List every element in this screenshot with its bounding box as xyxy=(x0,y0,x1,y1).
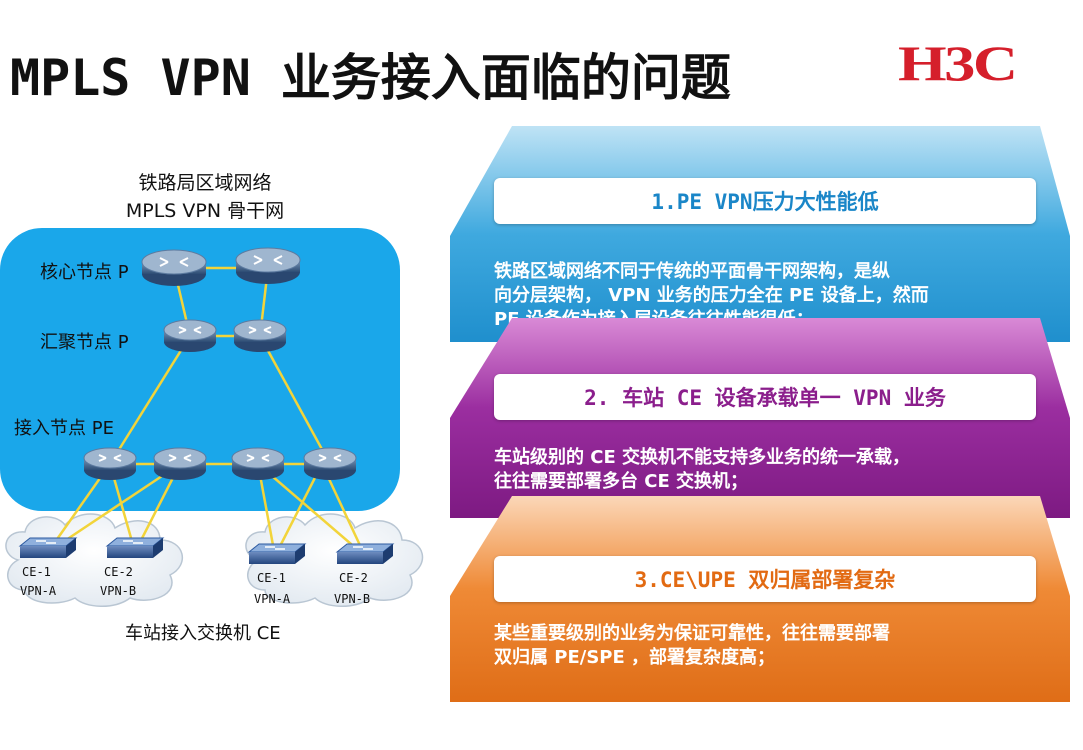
switch-ce-2-right xyxy=(335,543,395,564)
router-agg-1 xyxy=(163,319,217,352)
issue-heading-2: 2. 车站 CE 设备承载单一 VPN 业务 xyxy=(494,374,1036,420)
h3c-logo: H3C xyxy=(898,35,1018,91)
issue-heading-2-text: 2. 车站 CE 设备承载单一 VPN 业务 xyxy=(584,386,946,410)
issue-card-2: 2. 车站 CE 设备承载单一 VPN 业务 车站级别的 CE 交换机不能支持多… xyxy=(450,318,1070,518)
page-title: MPLS VPN 业务接入面临的问题 xyxy=(10,49,731,107)
issue-body-2: 车站级别的 CE 交换机不能支持多业务的统一承载， 往往需要部署多台 CE 交换… xyxy=(494,446,910,494)
core-node-label: 核心节点 P xyxy=(40,262,129,283)
ce-vpn-label: VPN-B xyxy=(334,592,370,606)
router-pe-2 xyxy=(153,447,207,480)
ce-label: CE-2 xyxy=(339,571,368,585)
access-node-label: 接入节点 PE xyxy=(14,418,114,439)
router-pe-4 xyxy=(303,447,357,480)
ce-vpn-label: VPN-B xyxy=(100,584,136,598)
issue-3-line: 双归属 PE/SPE ，部署复杂度高； xyxy=(494,647,776,668)
issue-heading-3: 3.CE\UPE 双归属部署复杂 xyxy=(494,556,1036,602)
router-core-1 xyxy=(141,249,207,286)
network-links xyxy=(46,266,367,557)
issue-card-3: 3.CE\UPE 双归属部署复杂 某些重要级别的业务为保证可靠性，往往需要部署 … xyxy=(450,496,1070,702)
switch-ce-1-left xyxy=(18,537,78,558)
issue-2-line: 往往需要部署多台 CE 交换机； xyxy=(494,471,749,492)
ce-vpn-label: VPN-A xyxy=(20,584,57,598)
station-cloud-left xyxy=(5,513,184,607)
ce-label: CE-1 xyxy=(257,571,286,585)
switch-ce-1-right xyxy=(247,543,307,564)
station-access-switch-label: 车站接入交换机 CE xyxy=(125,623,281,644)
network-title-line2: MPLS VPN 骨干网 xyxy=(125,200,285,222)
router-agg-2 xyxy=(233,319,287,352)
issue-body-3: 某些重要级别的业务为保证可靠性，往往需要部署 双归属 PE/SPE ，部署复杂度… xyxy=(494,622,890,670)
network-topology-diagram: CE-1 VPN-A CE-2 VPN-B CE-1 VPN-A CE-2 VP… xyxy=(5,247,424,607)
issue-heading-3-text: 3.CE\UPE 双归属部署复杂 xyxy=(634,568,896,592)
issue-heading-1-text: 1.PE VPN压力大性能低 xyxy=(651,190,879,214)
switch-ce-2-left xyxy=(105,537,165,558)
issue-heading-1: 1.PE VPN压力大性能低 xyxy=(494,178,1036,224)
aggregation-node-label: 汇聚节点 P xyxy=(40,332,129,353)
issue-1-line: 铁路区域网络不同于传统的平面骨干网架构，是纵 xyxy=(494,261,890,282)
ce-vpn-label: VPN-A xyxy=(254,592,291,606)
network-title-line1: 铁路局区域网络 xyxy=(138,172,272,194)
router-pe-3 xyxy=(231,447,285,480)
ce-label: CE-2 xyxy=(104,565,133,579)
ce-label: CE-1 xyxy=(22,565,51,579)
station-cloud-right xyxy=(245,513,424,607)
issue-3-line: 某些重要级别的业务为保证可靠性，往往需要部署 xyxy=(494,623,890,644)
issue-2-line: 车站级别的 CE 交换机不能支持多业务的统一承载， xyxy=(494,447,911,468)
issue-1-line: 向分层架构， VPN 业务的压力全在 PE 设备上，然而 xyxy=(494,285,929,306)
router-core-2 xyxy=(235,247,301,284)
router-pe-1 xyxy=(83,447,137,480)
issue-card-1: 1.PE VPN压力大性能低 铁路区域网络不同于传统的平面骨干网架构，是纵 向分… xyxy=(450,126,1070,342)
